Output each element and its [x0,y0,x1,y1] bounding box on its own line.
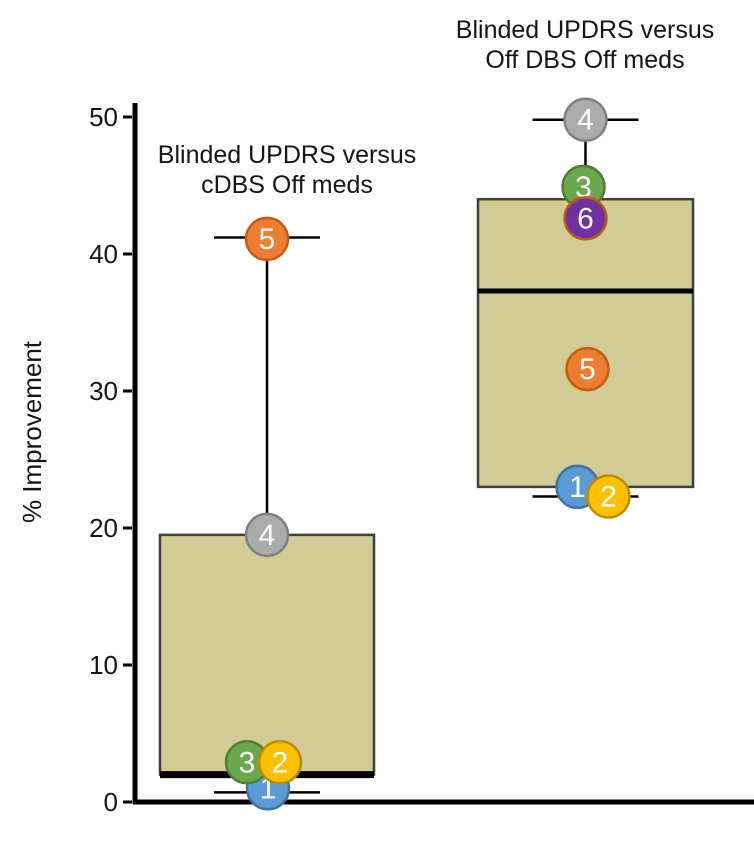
point-label-off-dbs-off-meds-patient-2: 2 [600,480,617,513]
y-tick-label-40: 40 [89,239,118,269]
box-cdbs-off-meds [158,533,376,776]
point-cdbs-off-meds-patient-2 [257,740,303,785]
y-tick-label-30: 30 [89,376,118,406]
point-cdbs-off-meds-patient-4 [244,512,290,558]
y-axis-label: % Improvement [17,340,47,524]
point-label-off-dbs-off-meds-patient-1: 1 [569,471,586,504]
point-label-cdbs-off-meds-patient-2: 2 [272,746,289,779]
group-title-offdbs-line2: Off DBS Off meds [485,46,685,74]
y-tick-label-10: 10 [89,650,118,680]
point-off-dbs-off-meds-patient-2 [586,474,631,519]
y-tick-label-20: 20 [89,513,118,543]
y-tick-label-0: 0 [104,787,118,817]
group-title-offdbs-line1: Blinded UPDRS versus [455,16,715,44]
group-title-cdbs-line2: cDBS Off meds [201,171,373,199]
point-label-off-dbs-off-meds-patient-5: 5 [579,353,596,386]
y-tick-label-50: 50 [89,102,118,132]
box-off-dbs-off-meds [476,197,695,489]
group-title-cdbs: Blinded UPDRS versus cDBS Off meds [132,140,442,200]
point-off-dbs-off-meds-patient-4 [563,97,608,142]
point-label-cdbs-off-meds-patient-3: 3 [239,746,256,779]
point-cdbs-off-meds-patient-5 [244,216,290,262]
point-off-dbs-off-meds-patient-6 [563,196,608,241]
point-label-cdbs-off-meds-patient-4: 4 [259,519,276,552]
point-label-off-dbs-off-meds-patient-3: 3 [575,171,592,204]
point-label-off-dbs-off-meds-patient-4: 4 [577,104,594,137]
group-title-offdbs: Blinded UPDRS versus Off DBS Off meds [418,15,752,75]
point-label-cdbs-off-meds-patient-5: 5 [259,223,276,256]
point-off-dbs-off-meds-patient-5 [565,346,610,392]
group-title-cdbs-line1: Blinded UPDRS versus [157,141,417,169]
point-label-off-dbs-off-meds-patient-6: 6 [577,202,594,235]
